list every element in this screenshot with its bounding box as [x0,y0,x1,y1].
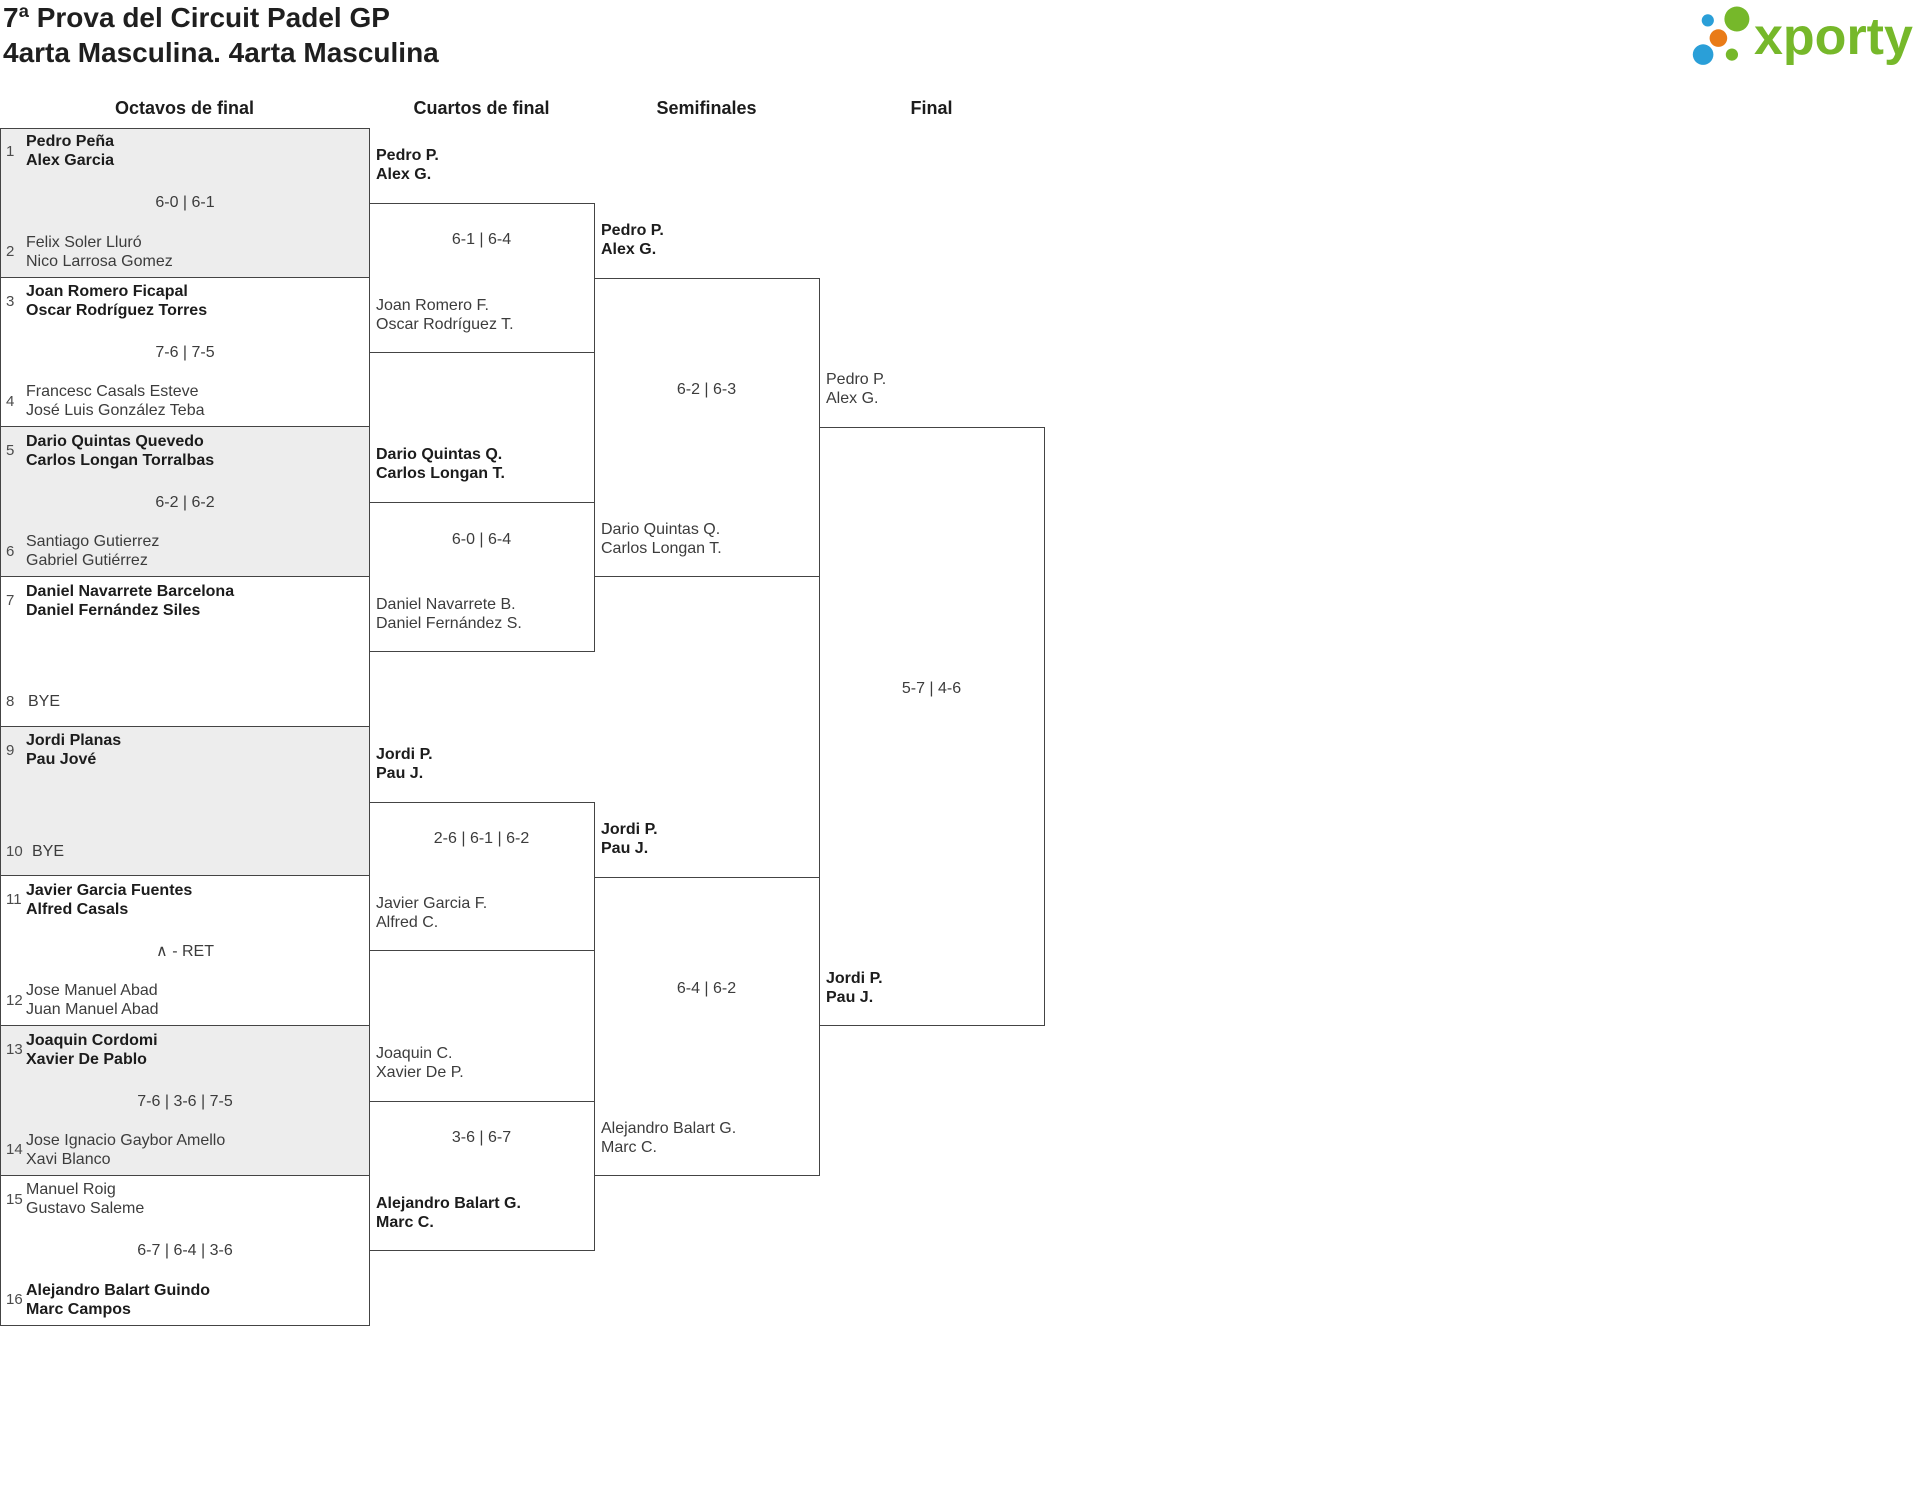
svg-text:xporty: xporty [1754,8,1913,66]
